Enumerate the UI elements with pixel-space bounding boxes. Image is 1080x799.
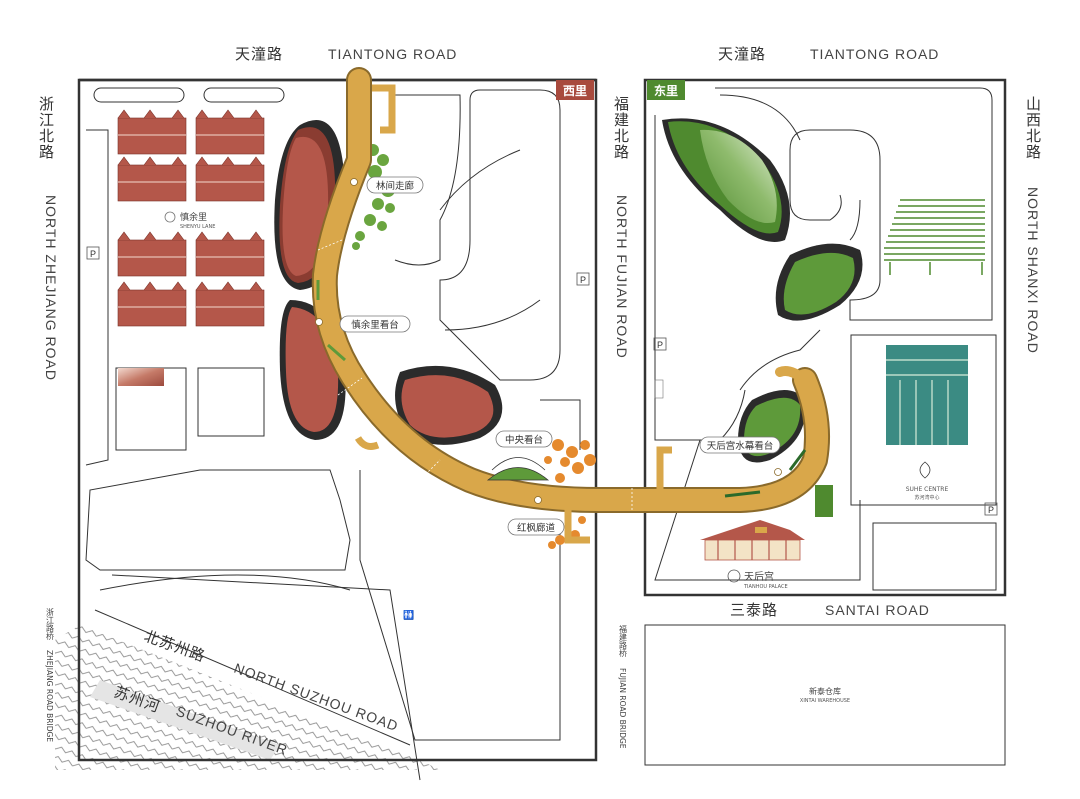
central-stand-label[interactable]: 中央看台 <box>505 434 543 446</box>
gradient-building <box>118 368 164 386</box>
forest-corridor-label[interactable]: 林间走廊 <box>376 180 415 192</box>
xintai-name-cn: 新泰仓库 <box>809 686 841 696</box>
parking-icon: P <box>90 249 96 259</box>
suzhou-river-area <box>55 574 440 781</box>
suhe-centre-name-en: SUHE CENTRE <box>906 486 949 493</box>
pin-icon <box>534 496 542 504</box>
santai-road-cn: 三泰路 <box>730 601 778 619</box>
maple-corridor-label[interactable]: 红枫廊道 <box>517 522 556 534</box>
shenyuli-name: 慎余里 <box>180 211 207 223</box>
shenyuli-logo-icon <box>164 211 176 223</box>
suhe-centre-name-cn: 苏河湾中心 <box>914 494 939 501</box>
central-stand-hill <box>486 457 550 481</box>
pin-icon <box>350 178 358 186</box>
shenyuli-name-en: SHENYU LANE <box>180 224 215 230</box>
xintai-name-en: XINTAI WAREHOUSE <box>800 698 850 704</box>
pin-icon <box>774 468 782 476</box>
pin-icon <box>315 318 323 326</box>
parking-icon: P <box>988 505 994 515</box>
fujian-road-en: NORTH FUJIAN ROAD <box>614 195 630 359</box>
fujian-bridge-cn: 福建路桥 <box>619 625 628 658</box>
tianhou-palace <box>700 520 805 583</box>
tiantong-road-cn-east: 天潼路 <box>718 45 766 63</box>
tiantong-road-en-west: TIANTONG ROAD <box>328 46 457 62</box>
location-pins <box>315 178 782 504</box>
suhe-centre-building <box>886 345 968 479</box>
restroom-icon: 🚻 <box>403 609 414 621</box>
shenyuli-buildings <box>117 109 265 327</box>
tiantong-road-en-east: TIANTONG ROAD <box>810 46 939 62</box>
tianhou-name-en: TIANHOU PALACE <box>743 584 788 590</box>
tiantong-road-cn-west: 天潼路 <box>235 45 283 63</box>
shenyuli-stand-label[interactable]: 慎余里看台 <box>351 319 399 331</box>
green-striped-building <box>884 199 985 275</box>
xintai-warehouse-block <box>644 624 1006 766</box>
shanxi-road-en: NORTH SHANXI ROAD <box>1025 187 1041 354</box>
zhejiang-bridge-en: ZHEJIANG ROAD BRIDGE <box>45 650 54 742</box>
west-block <box>77 78 598 762</box>
parking-icons: P P P P <box>86 246 998 516</box>
west-zone-tag <box>556 80 594 100</box>
zhejiang-road-en: NORTH ZHEJIANG ROAD <box>43 195 59 381</box>
info-icon <box>654 379 664 399</box>
tianhou-name-cn: 天后宫 <box>744 570 774 583</box>
spot-labels: 林间走廊 慎余里看台 中央看台 红枫廊道 天后宫水幕看台 <box>339 176 781 536</box>
fujian-road-cn: 福建北路 <box>612 96 630 160</box>
west-mounds <box>274 120 503 445</box>
east-zone-tag <box>647 80 685 100</box>
parking-icon: P <box>657 340 663 350</box>
fujian-bridge-en: FUJIAN ROAD BRIDGE <box>618 668 627 749</box>
west-zone-label: 西里 <box>563 83 587 98</box>
santai-road-en: SANTAI ROAD <box>825 602 930 618</box>
tianhou-stand-label[interactable]: 天后宫水幕看台 <box>707 440 774 452</box>
tianhou-logo-icon <box>727 569 741 583</box>
zhejiang-bridge-cn: 浙江路桥 <box>46 607 55 641</box>
zhejiang-road-cn: 浙江北路 <box>37 96 55 160</box>
parking-icon: P <box>580 275 586 285</box>
house-windows <box>118 134 264 308</box>
shanxi-road-cn: 山西北路 <box>1024 96 1042 160</box>
east-mounds <box>662 118 863 517</box>
east-zone-label: 东里 <box>654 83 678 98</box>
elevated-walkway <box>311 67 831 544</box>
